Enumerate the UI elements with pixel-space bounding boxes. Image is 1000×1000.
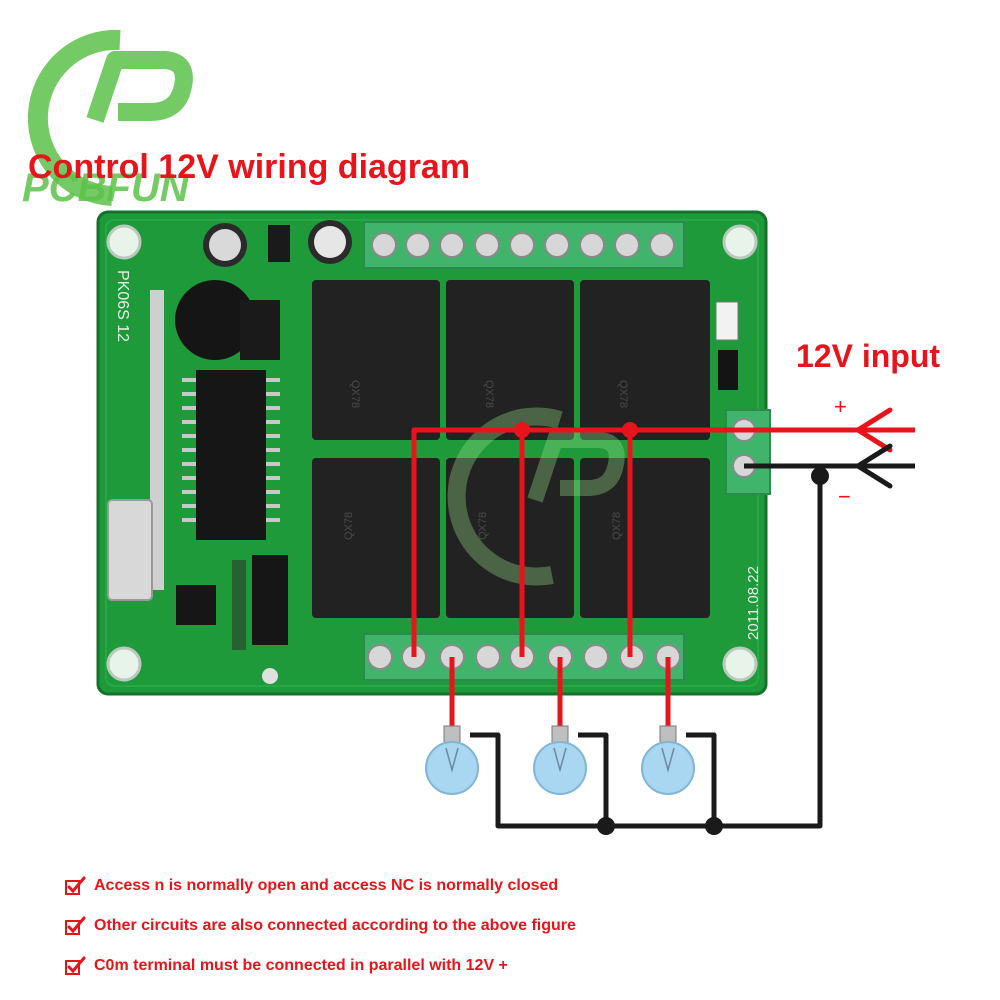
diagram-title: Control 12V wiring diagram xyxy=(28,148,471,186)
pcbfun-logo-icon xyxy=(27,29,193,206)
note-item: Access n is normally open and access NC … xyxy=(64,866,964,906)
check-icon xyxy=(65,876,86,895)
svg-text:QX78: QX78 xyxy=(617,380,629,408)
negative-arrow-icon xyxy=(853,443,893,489)
note-text: Other circuits are also connected accord… xyxy=(94,917,576,934)
check-icon xyxy=(65,956,86,975)
svg-text:QX78: QX78 xyxy=(611,512,623,540)
plus-label: + xyxy=(834,394,847,419)
top-terminals xyxy=(371,232,675,258)
svg-text:QX78: QX78 xyxy=(477,512,489,540)
brand-logo-text: PCBFUN xyxy=(22,166,189,210)
svg-text:QX78: QX78 xyxy=(349,380,361,408)
svg-text:QX78: QX78 xyxy=(483,380,495,408)
pcbfun-watermark-icon xyxy=(447,407,625,586)
minus-label: − xyxy=(838,484,851,509)
input-label: 12V input xyxy=(796,338,941,374)
bulb-icon xyxy=(533,725,587,795)
note-text: C0m terminal must be connected in parall… xyxy=(94,957,508,974)
note-item: C0m terminal must be connected in parall… xyxy=(64,946,964,986)
positive-arrow-icon xyxy=(853,407,893,453)
bulb-icon xyxy=(425,725,479,795)
board-date-label: 2011.08.22 xyxy=(745,566,762,640)
note-text: Access n is normally open and access NC … xyxy=(94,877,559,894)
svg-text:QX78: QX78 xyxy=(343,512,355,540)
negative-wire xyxy=(470,463,915,829)
positive-wire xyxy=(411,427,915,730)
bulb-icon xyxy=(641,725,695,795)
check-icon xyxy=(65,916,86,935)
note-item: Other circuits are also connected accord… xyxy=(64,906,964,946)
relay-board: QX78 QX78 QX78 QX78 QX78 QX78 xyxy=(96,210,771,696)
notes-list: Access n is normally open and access NC … xyxy=(64,866,964,986)
board-model-label: PK06S 12 xyxy=(114,270,131,342)
relay-grid: QX78 QX78 QX78 QX78 QX78 QX78 xyxy=(312,280,710,618)
